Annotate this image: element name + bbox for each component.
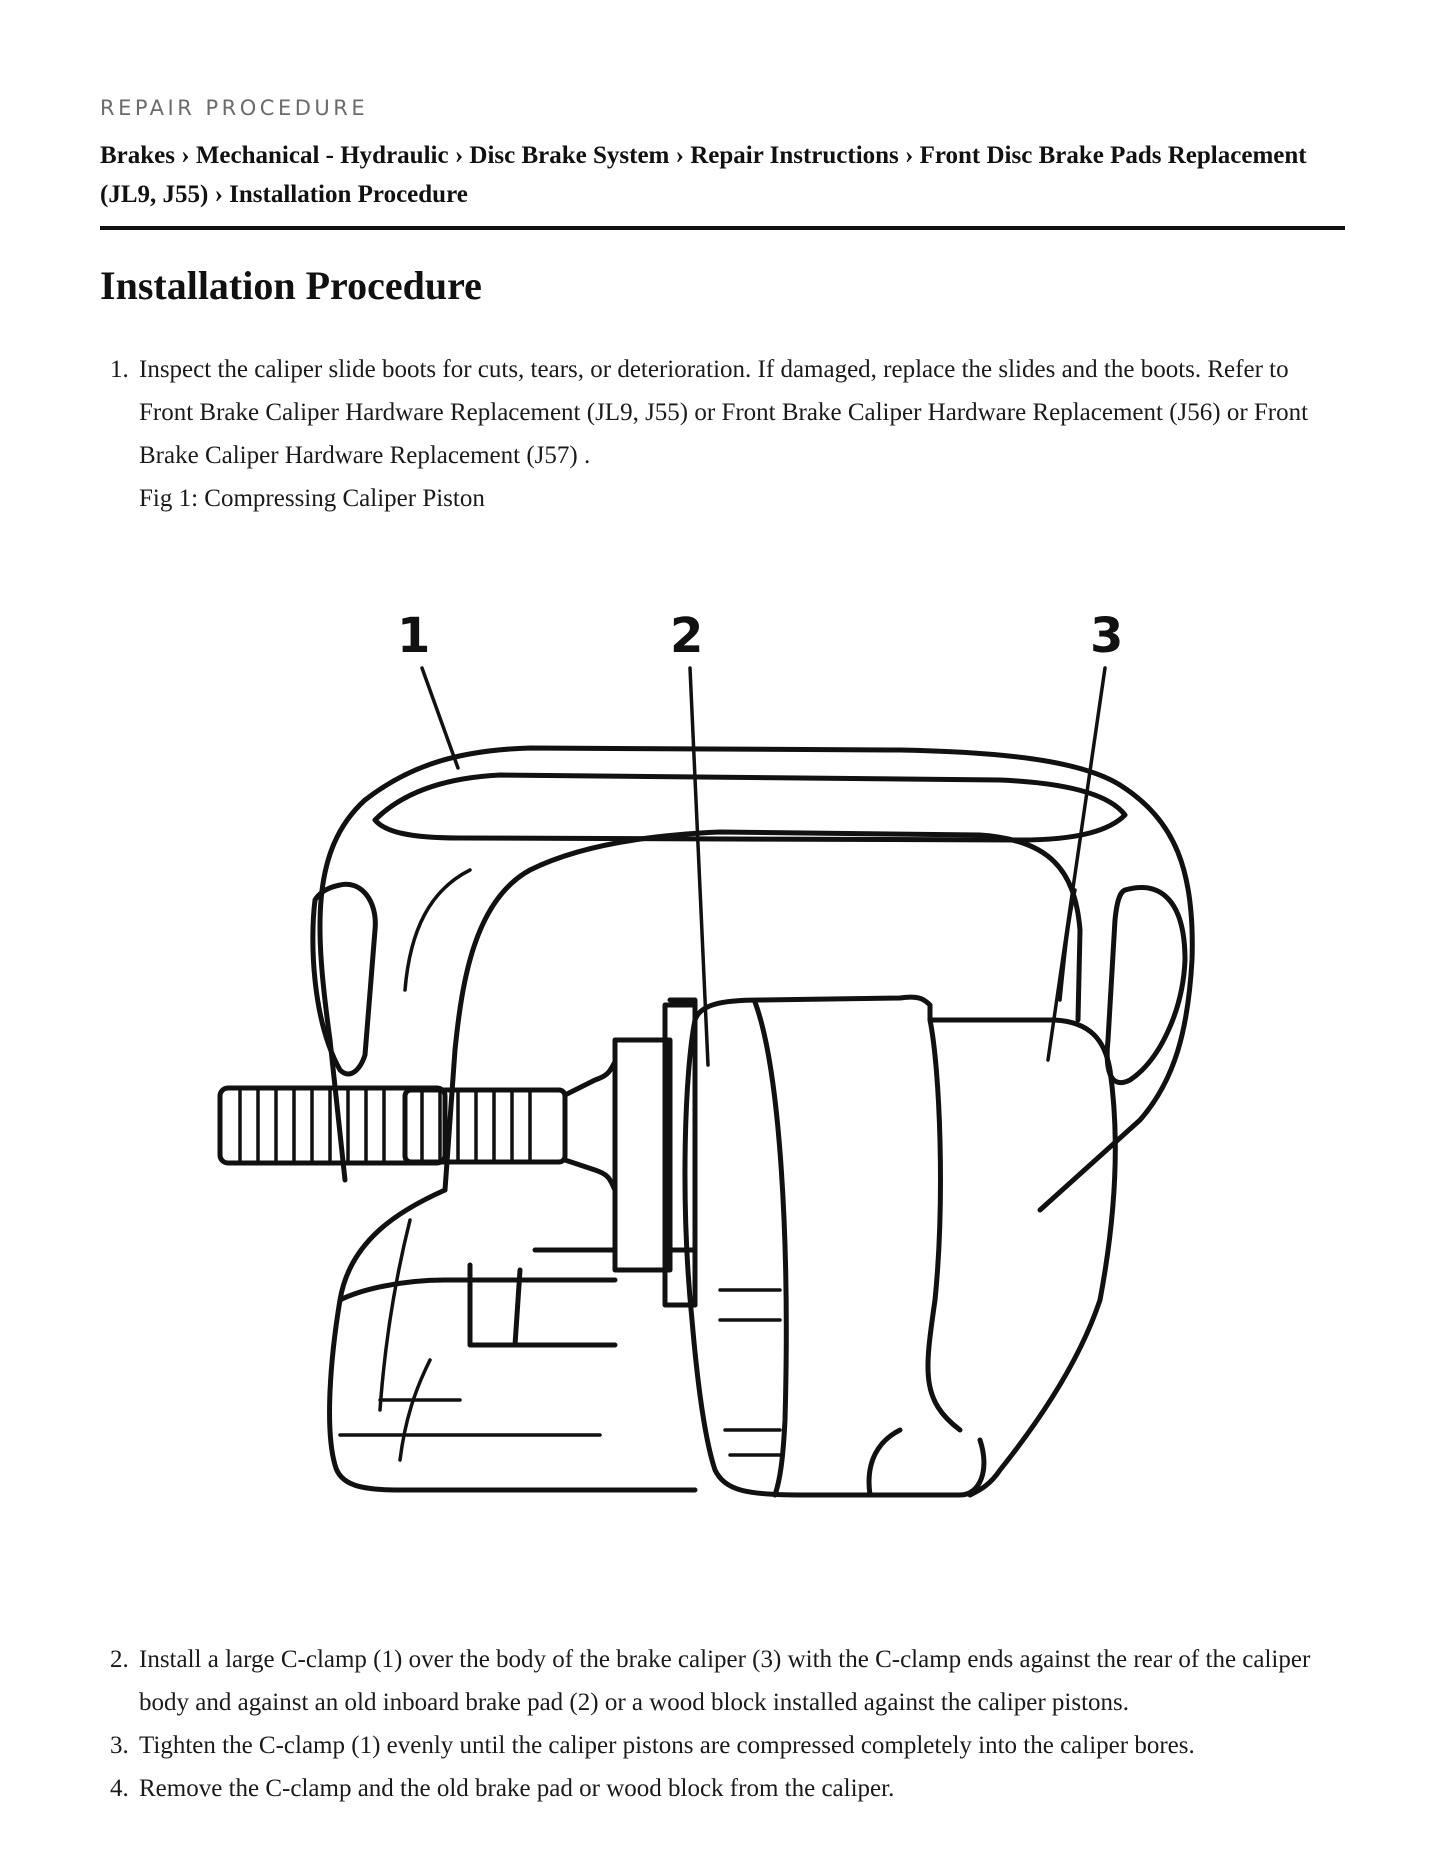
callout-2: 2 [670, 608, 703, 664]
header-divider [100, 226, 1345, 230]
list-item: 1. Inspect the caliper slide boots for c… [100, 348, 1345, 520]
brake-caliper-body [682, 994, 1118, 1498]
leader-line-3 [1046, 666, 1107, 1062]
step-number: 2. [110, 1646, 129, 1673]
page-title: Installation Procedure [100, 263, 482, 308]
callout-3: 3 [1090, 608, 1123, 664]
step-number: 1. [110, 356, 129, 383]
step-text: Install a large C-clamp (1) over the bod… [139, 1646, 1311, 1716]
step-text: Remove the C-clamp and the old brake pad… [139, 1775, 895, 1802]
steps-list-after-figure: 2. Install a large C-clamp (1) over the … [100, 1638, 1345, 1810]
step-number: 3. [110, 1732, 129, 1759]
caliper-bracket [327, 1187, 698, 1493]
list-item: 2. Install a large C-clamp (1) over the … [100, 1638, 1345, 1724]
list-item: 4. Remove the C-clamp and the old brake … [100, 1767, 1345, 1810]
callout-1: 1 [397, 608, 430, 664]
old-brake-pad [612, 997, 698, 1308]
caliper-compression-illustration: 1 2 3 [200, 600, 1260, 1570]
figure-caption: Fig 1: Compressing Caliper Piston [139, 485, 485, 512]
breadcrumb: Brakes › Mechanical - Hydraulic › Disc B… [100, 142, 1307, 208]
leader-line-2 [688, 666, 710, 1067]
list-item: 3. Tighten the C-clamp (1) evenly until … [100, 1724, 1345, 1767]
step-text: Inspect the caliper slide boots for cuts… [139, 356, 1309, 469]
section-kicker: REPAIR PROCEDURE [100, 96, 369, 120]
c-clamp-frame [310, 745, 1195, 1213]
leader-line-1 [420, 666, 460, 770]
step-number: 4. [110, 1775, 129, 1802]
step-text: Tighten the C-clamp (1) evenly until the… [139, 1732, 1195, 1759]
clamp-screw [217, 1059, 618, 1193]
steps-list-before-figure: 1. Inspect the caliper slide boots for c… [100, 348, 1345, 520]
